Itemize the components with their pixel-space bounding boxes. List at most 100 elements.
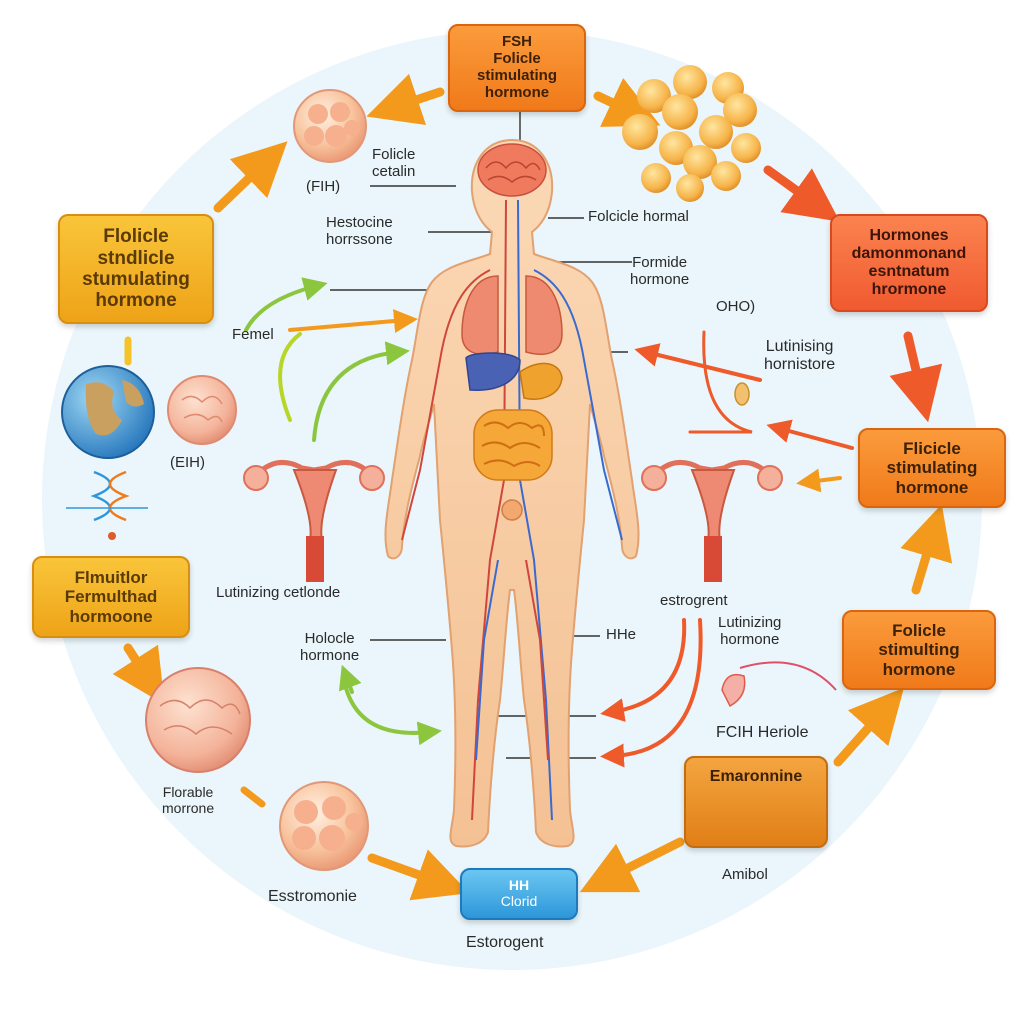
arrow-top-to-right [593, 78, 661, 127]
fsh-box-top-line3: stimulating [476, 67, 557, 84]
globe-icon [61, 365, 155, 459]
arrow-right-up [900, 504, 953, 595]
fsh-box-top-line4: hormone [484, 83, 550, 101]
label-fih-top: (FIH) [306, 178, 341, 195]
arrow-ovary-right [796, 468, 842, 493]
arrow-left-down [112, 643, 165, 705]
label-hestocine-line2: horrssone [326, 231, 393, 249]
follicle-box-left-top-line2: stndlicle [97, 247, 175, 269]
arrow-red-loop [688, 330, 753, 434]
follicle-cell-icon-bottom-left-large [145, 667, 251, 773]
label-lutinizing-hormone: Lutinizing hormone [718, 614, 781, 649]
fsh-box-top: FSH Folicle stimulating hormone [448, 24, 586, 112]
label-florable-line1: Florable [162, 784, 214, 800]
label-lutinising-line2: hornistore [764, 356, 836, 374]
hormones-box-right-top: Hormones damonmonand esntnatum hrormone [830, 214, 988, 312]
follicle-cell-icon-top-left [293, 89, 367, 163]
arrow-left-down-2 [240, 786, 266, 808]
label-oho: OHO) [716, 298, 756, 315]
follicle-box-left-bottom: Flmuitlor Fermulthad hormoone [32, 556, 190, 638]
cycle-arrows [112, 73, 953, 901]
follicle-box-right-lower: Folicle stimulting hormone [842, 610, 996, 690]
label-hestocine: Hestocine horrssone [326, 214, 393, 249]
label-holocle-line2: hormone [300, 647, 360, 665]
intestines-icon [473, 409, 553, 481]
follicle-box-left-bottom-line2: Fermulthad [64, 587, 158, 607]
follicle-box-right-middle: Flicicle stimulating hormone [858, 428, 1006, 508]
follicle-cell-cluster-top-right [622, 65, 761, 202]
arrow-red-lutinising [634, 343, 762, 382]
label-femel: Femel [232, 326, 274, 343]
arrow-right-down [763, 165, 840, 222]
follicle-box-right-middle-line2: stimulating [886, 458, 978, 478]
uterus-icon-left [243, 460, 385, 582]
dna-icon [66, 470, 148, 540]
follicle-box-left-top: Flolicle stndlicle stumulating hormone [58, 214, 214, 324]
follicle-cell-icon-left-middle [167, 375, 237, 445]
label-folicle-cetalin-line1: Folicle [372, 146, 416, 163]
human-body [384, 138, 640, 848]
uterus-icon-right [641, 460, 783, 582]
arrow-green-upper [244, 277, 328, 332]
follicle-box-right-lower-line1: Folicle [892, 621, 946, 641]
label-amibol: Amibol [722, 866, 768, 883]
arrow-red-hhe [600, 618, 687, 722]
follicle-box-right-middle-line1: Flicicle [903, 439, 961, 459]
label-lutinising: Lutinising hornistore [764, 338, 835, 375]
emaronnine-box: Emaronnine [684, 756, 828, 848]
label-estrogrent: estrogrent [660, 592, 728, 609]
arrow-top-to-left [366, 73, 445, 126]
emaronnine-box-label: Emaronnine [709, 768, 803, 785]
label-folicle-cetalin-line2: cetalin [372, 163, 416, 181]
arrow-femel-orange [288, 309, 418, 333]
follicle-box-left-top-line4: hormone [95, 290, 177, 312]
label-lutinising-line1: Lutinising [765, 338, 834, 355]
arrow-green-lower [342, 678, 442, 746]
follicle-cell-icon-bottom-left-small [279, 781, 369, 871]
hormones-box-right-top-line3: esntnatum [868, 263, 950, 280]
lungs-icon [461, 275, 563, 355]
hormones-box-right-top-line2: damonmonand [851, 245, 967, 263]
label-formide-line2: hormone [630, 271, 690, 289]
arrow-bottom-left-to-center [367, 849, 470, 901]
arrow-green-loop [278, 332, 302, 422]
label-formide: Formide hormone [630, 254, 689, 289]
label-folicle-cetalin: Folicle cetalin [372, 146, 415, 181]
hormones-box-right-top-line1: Hormones [869, 227, 949, 245]
fsh-box-top-line1: FSH [502, 33, 532, 51]
fsh-box-top-line2: Folicle [493, 50, 541, 68]
follicle-box-left-top-line1: Flolicle [103, 226, 169, 248]
arrow-bottom-right-to-center [579, 837, 685, 893]
label-holocle-line1: Holocle [304, 630, 355, 647]
follicle-box-right-lower-line2: stimulting [878, 640, 960, 660]
label-folcicle-hormal: Folcicle hormal [588, 208, 689, 225]
hormones-box-right-top-line4: hrormone [871, 280, 947, 298]
arrow-red-lower [600, 618, 703, 768]
arrow-green-to-body [312, 341, 410, 442]
hh-clorid-box: HH Clorid [460, 868, 578, 920]
bladder-icon [501, 499, 523, 521]
seed-icon-right [721, 382, 837, 708]
label-estorogent: Estorogent [466, 934, 544, 951]
label-florable-line2: morrone [162, 800, 215, 817]
label-formide-line1: Formide [632, 254, 688, 271]
blood-vessels [401, 199, 623, 821]
label-lutinizing-hormone-line2: hormone [720, 631, 780, 649]
label-estromonie: Esstromonie [268, 888, 357, 905]
follicle-box-right-middle-line3: hormone [895, 477, 969, 497]
follicle-box-right-lower-line3: hormone [882, 659, 956, 679]
arrow-left-up [213, 141, 288, 213]
label-eih: (EIH) [170, 454, 205, 471]
follicle-box-left-bottom-line3: hormoone [69, 606, 153, 626]
label-lutinizing-cetlonde: Lutinizing cetlonde [216, 584, 341, 601]
brain-icon [477, 143, 547, 197]
label-hhe: HHe [606, 626, 637, 643]
label-holocle: Holocle hormone [300, 630, 359, 665]
label-florable: Florable morrone [162, 784, 214, 816]
label-fcih-heriole: FCIH Heriole [716, 724, 809, 741]
arrow-right-down-2 [889, 331, 943, 423]
follicle-box-left-bottom-line1: Flmuitlor [74, 568, 148, 588]
liver-icon [465, 352, 563, 400]
arrow-right-bottom-up [833, 687, 904, 767]
